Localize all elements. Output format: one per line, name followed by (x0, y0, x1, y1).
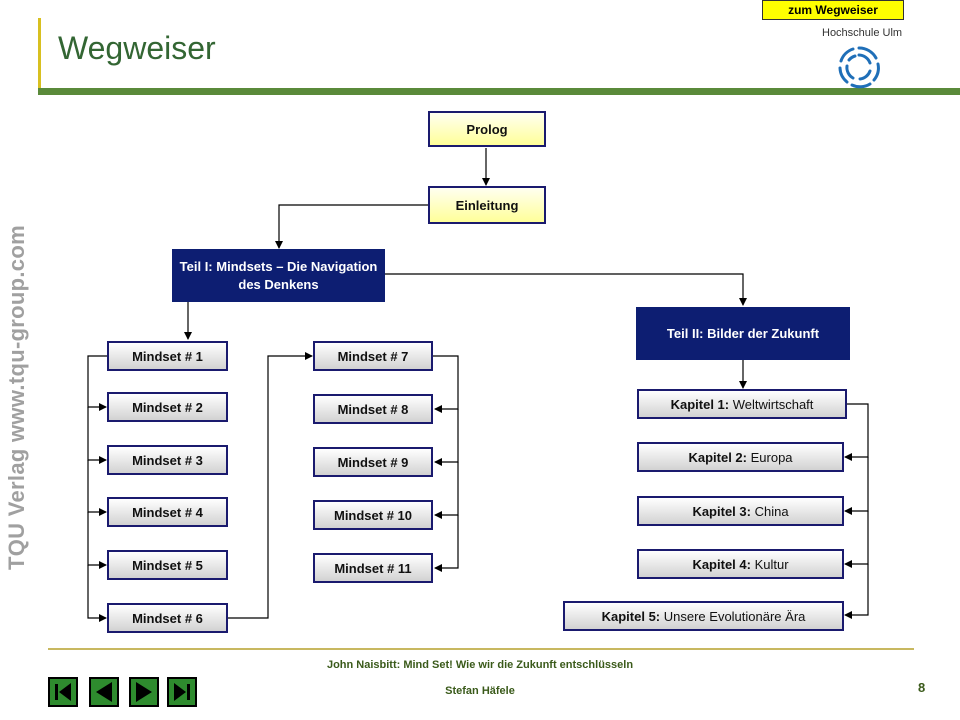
mindset-7-box[interactable]: Mindset # 7 (313, 341, 433, 371)
mindset-8-box[interactable]: Mindset # 8 (313, 394, 433, 424)
kapitel-3-label: Kapitel 3: (692, 503, 751, 519)
kapitel-4-label: Kapitel 4: (692, 556, 751, 572)
skip-back-icon (55, 683, 71, 701)
triangle-right-icon (136, 682, 152, 702)
teil1-box[interactable]: Teil I: Mindsets – Die Navigation des De… (172, 249, 385, 302)
mindset-6-box[interactable]: Mindset # 6 (107, 603, 228, 633)
kapitel-5-name: Unsere Evolutionäre Ära (663, 608, 806, 624)
university-logo-text: Hochschule Ulm (822, 27, 903, 39)
mindset-3-box[interactable]: Mindset # 3 (107, 445, 228, 475)
mindset-4-box[interactable]: Mindset # 4 (107, 497, 228, 527)
mindset-10-box[interactable]: Mindset # 10 (313, 500, 433, 530)
kapitel-2-name: Europa (750, 449, 793, 465)
first-slide-button[interactable] (48, 677, 78, 707)
kapitel-3-name: China (754, 503, 789, 519)
teil2-box[interactable]: Teil II: Bilder der Zukunft (636, 307, 850, 360)
previous-slide-button[interactable] (89, 677, 119, 707)
triangle-left-icon (96, 682, 112, 702)
footer-author: Stefan Häfele (445, 685, 515, 697)
mindset-2-box[interactable]: Mindset # 2 (107, 392, 228, 422)
mindset-5-box[interactable]: Mindset # 5 (107, 550, 228, 580)
kapitel-4-box[interactable]: Kapitel 4: Kultur (637, 549, 844, 579)
page-number: 8 (918, 680, 926, 695)
footer-divider (48, 648, 914, 650)
kapitel-3-box[interactable]: Kapitel 3: China (637, 496, 844, 526)
header-bar (38, 88, 960, 95)
prolog-box[interactable]: Prolog (428, 111, 546, 147)
zum-wegweiser-link[interactable]: zum Wegweiser (762, 0, 904, 20)
kapitel-2-label: Kapitel 2: (688, 449, 747, 465)
kapitel-5-box[interactable]: Kapitel 5: Unsere Evolutionäre Ära (563, 601, 844, 631)
page-title: Wegweiser (58, 30, 216, 66)
einleitung-box[interactable]: Einleitung (428, 186, 546, 224)
kapitel-1-label: Kapitel 1: (670, 396, 730, 412)
header-accent-line (38, 18, 41, 88)
kapitel-1-name: Weltwirtschaft (732, 396, 814, 412)
mindset-11-box[interactable]: Mindset # 11 (313, 553, 433, 583)
kapitel-1-box[interactable]: Kapitel 1: Weltwirtschaft (637, 389, 847, 419)
skip-forward-icon (174, 683, 190, 701)
footer-book-title: John Naisbitt: Mind Set! Wie wir die Zuk… (326, 659, 634, 671)
university-logo-icon (838, 46, 880, 89)
last-slide-button[interactable] (167, 677, 197, 707)
next-slide-button[interactable] (129, 677, 159, 707)
mindset-1-box[interactable]: Mindset # 1 (107, 341, 228, 371)
mindset-9-box[interactable]: Mindset # 9 (313, 447, 433, 477)
kapitel-4-name: Kultur (754, 556, 789, 572)
kapitel-5-label: Kapitel 5: (601, 608, 661, 624)
kapitel-2-box[interactable]: Kapitel 2: Europa (637, 442, 844, 472)
